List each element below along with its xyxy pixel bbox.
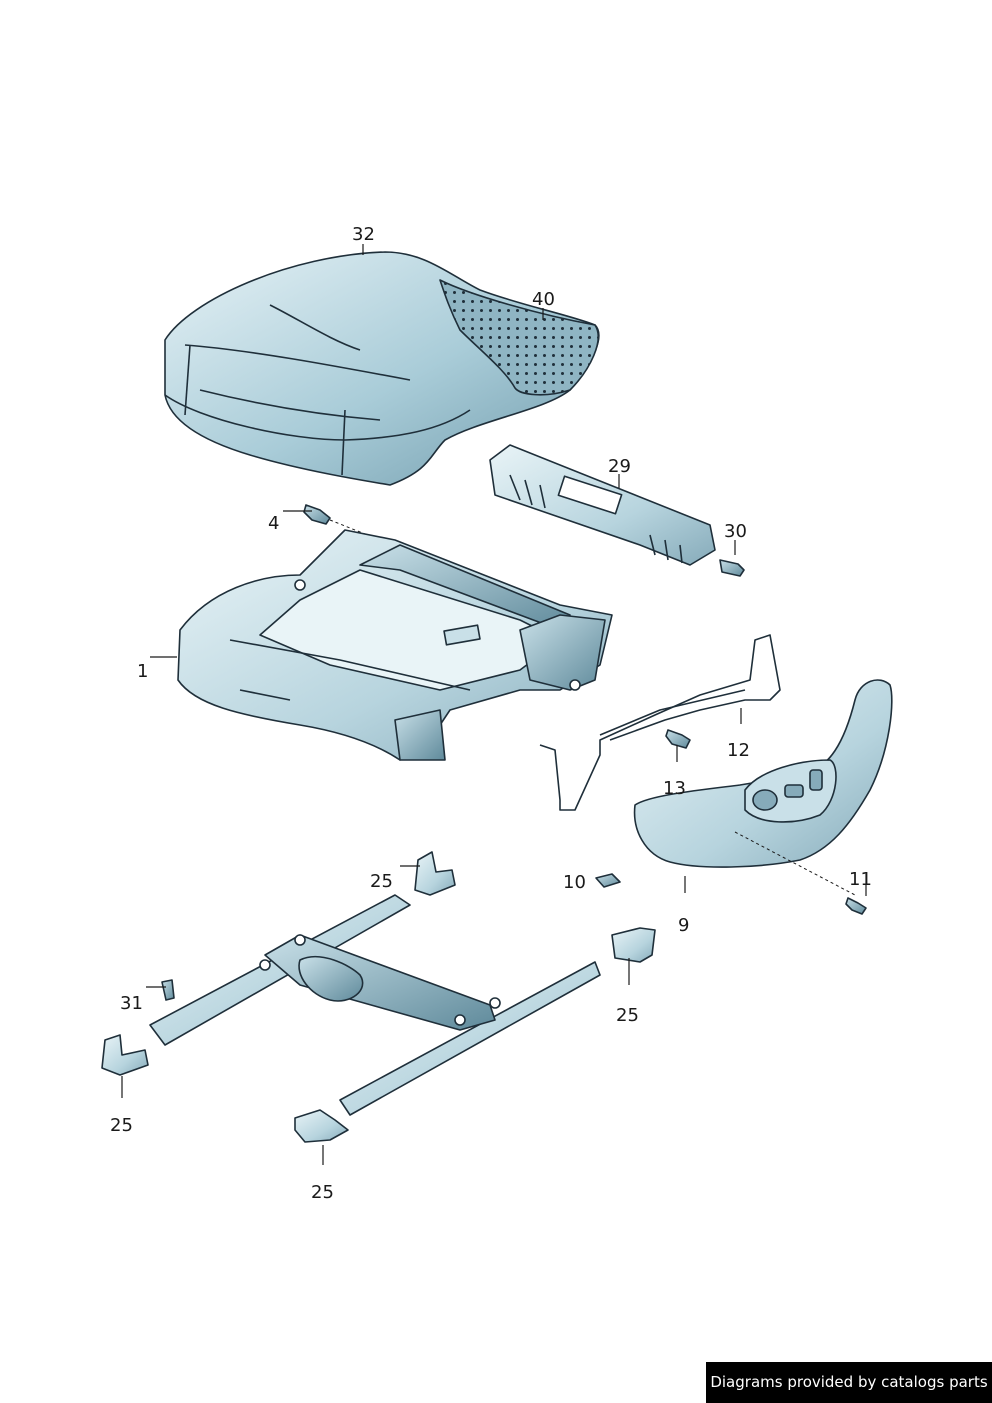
seat-cushion-part: [164, 251, 600, 486]
callout-31: 31: [120, 993, 143, 1014]
callout-25-top-left: 25: [370, 871, 393, 892]
leader-lines: [121, 244, 867, 1165]
callout-32: 32: [352, 224, 375, 245]
callout-12: 12: [727, 740, 750, 761]
footer-credit: Diagrams provided by catalogs parts: [706, 1362, 992, 1403]
callout-11: 11: [849, 869, 872, 890]
clip-part: [595, 873, 621, 888]
callout-30: 30: [724, 521, 747, 542]
callout-25-right: 25: [616, 1005, 639, 1026]
rail-cover-bottom-left-part: [101, 1034, 149, 1076]
rail-cover-top-left-part: [414, 851, 456, 896]
callout-1: 1: [137, 661, 149, 682]
lumbar-bracket-part: [489, 444, 716, 566]
seat-rails-part: [149, 894, 601, 1116]
side-trim-panel-part: [633, 679, 893, 896]
seat-frame-part: [177, 529, 613, 761]
rail-cover-bottom-center-part: [294, 1109, 349, 1143]
perforated-insert: [439, 279, 599, 396]
callout-29: 29: [608, 456, 631, 477]
callout-13: 13: [663, 778, 686, 799]
wiring-bracket-part: [539, 634, 781, 811]
callout-25-bottom-left: 25: [110, 1115, 133, 1136]
bracket-screw-part: [719, 559, 745, 577]
callout-40: 40: [532, 289, 555, 310]
callout-4: 4: [268, 513, 280, 534]
bracket-bolt-part: [665, 729, 691, 749]
callout-25-bottom-center: 25: [311, 1182, 334, 1203]
rail-bolt-part: [161, 979, 175, 1001]
rail-cover-right-part: [611, 927, 656, 963]
callout-10: 10: [563, 872, 586, 893]
callout-9: 9: [678, 915, 690, 936]
trim-screw-part: [845, 897, 867, 915]
